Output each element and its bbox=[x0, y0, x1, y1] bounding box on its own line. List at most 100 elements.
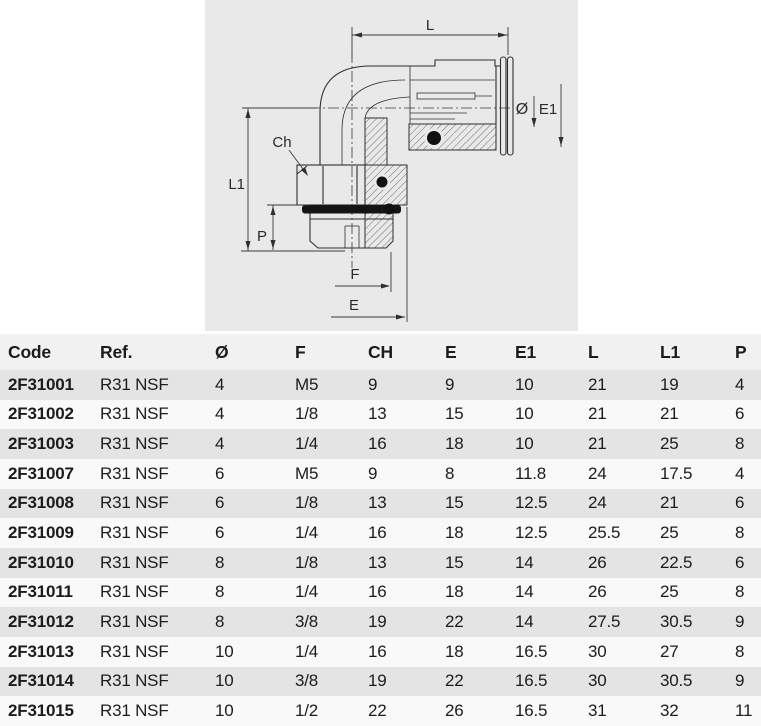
table-cell: 16 bbox=[368, 434, 387, 454]
table-cell: 3/8 bbox=[295, 612, 319, 632]
cell-code: 2F31015 bbox=[8, 701, 74, 721]
table-cell: 8 bbox=[735, 434, 745, 454]
label-E1: E1 bbox=[539, 101, 557, 118]
table-cell: 27 bbox=[660, 641, 679, 661]
technical-drawing-panel: L L1 P Ch F E Ø E1 bbox=[205, 0, 578, 331]
label-F: F bbox=[350, 266, 359, 283]
cell-code: 2F31003 bbox=[8, 434, 74, 454]
table-cell: 6 bbox=[735, 552, 745, 572]
table-cell: 10 bbox=[515, 434, 534, 454]
table-cell: 26 bbox=[445, 701, 464, 721]
cell-code: 2F31013 bbox=[8, 641, 74, 661]
table-cell: 10 bbox=[215, 671, 234, 691]
o-ring-seals bbox=[302, 128, 444, 215]
table-cell: 14 bbox=[515, 582, 534, 602]
table-cell: 10 bbox=[215, 701, 234, 721]
table-cell: 31 bbox=[588, 701, 607, 721]
table-cell: 21 bbox=[660, 493, 679, 513]
table-cell: 16.5 bbox=[515, 641, 548, 661]
table-cell: 1/2 bbox=[295, 701, 319, 721]
label-Ch: Ch bbox=[272, 134, 291, 151]
table-cell: 22 bbox=[368, 701, 387, 721]
table-cell: 19 bbox=[660, 374, 679, 394]
fitting-outline bbox=[296, 56, 514, 249]
table-cell: 11 bbox=[735, 701, 753, 721]
label-diameter: Ø bbox=[516, 101, 528, 118]
table-cell: 25 bbox=[660, 523, 679, 543]
label-L1: L1 bbox=[228, 176, 245, 193]
table-cell: 24 bbox=[588, 493, 607, 513]
table-cell: 4 bbox=[735, 463, 745, 483]
column-header-3: F bbox=[295, 341, 306, 362]
table-cell: 9 bbox=[735, 612, 745, 632]
table-cell: 30 bbox=[588, 671, 607, 691]
table-cell: 1/8 bbox=[295, 552, 319, 572]
table-cell: 22 bbox=[445, 671, 464, 691]
table-cell: 25.5 bbox=[588, 523, 621, 543]
table-cell: 4 bbox=[215, 434, 225, 454]
table-cell: 16 bbox=[368, 582, 387, 602]
table-cell: 21 bbox=[660, 404, 679, 424]
table-cell: 30 bbox=[588, 641, 607, 661]
table-cell: 17.5 bbox=[660, 463, 693, 483]
table-cell: 6 bbox=[215, 493, 225, 513]
cell-code: 2F31009 bbox=[8, 523, 74, 543]
table-cell: R31 NSF bbox=[100, 374, 169, 394]
table-cell: 16.5 bbox=[515, 671, 548, 691]
table-cell: 30.5 bbox=[660, 671, 693, 691]
table-cell: 1/8 bbox=[295, 404, 319, 424]
table-cell: 18 bbox=[445, 523, 464, 543]
table-cell: R31 NSF bbox=[100, 671, 169, 691]
table-cell: 9 bbox=[445, 374, 455, 394]
table-cell: 8 bbox=[735, 582, 745, 602]
column-header-9: P bbox=[735, 341, 747, 362]
table-cell: 6 bbox=[735, 493, 745, 513]
table-cell: 19 bbox=[368, 671, 387, 691]
label-E: E bbox=[349, 297, 359, 314]
table-cell: 10 bbox=[215, 641, 234, 661]
table-cell: 14 bbox=[515, 552, 534, 572]
table-cell: 4 bbox=[735, 374, 745, 394]
fitting-internals bbox=[341, 66, 495, 248]
table-cell: M5 bbox=[295, 463, 319, 483]
table-cell: 8 bbox=[215, 552, 225, 572]
table-cell: R31 NSF bbox=[100, 612, 169, 632]
table-cell: 30.5 bbox=[660, 612, 693, 632]
table-cell: R31 NSF bbox=[100, 404, 169, 424]
column-header-1: Ref. bbox=[100, 341, 133, 362]
table-cell: 9 bbox=[368, 374, 378, 394]
column-header-5: E bbox=[445, 341, 457, 362]
table-cell: M5 bbox=[295, 374, 319, 394]
label-P: P bbox=[257, 228, 267, 245]
table-cell: 14 bbox=[515, 612, 534, 632]
table-cell: R31 NSF bbox=[100, 641, 169, 661]
table-cell: 6 bbox=[735, 404, 745, 424]
column-header-8: L1 bbox=[660, 341, 681, 362]
table-cell: 1/4 bbox=[295, 434, 319, 454]
table-cell: 3/8 bbox=[295, 671, 319, 691]
table-cell: 9 bbox=[735, 671, 745, 691]
table-cell: R31 NSF bbox=[100, 493, 169, 513]
table-cell: 4 bbox=[215, 404, 225, 424]
table-cell: 8 bbox=[445, 463, 455, 483]
column-header-4: CH bbox=[368, 341, 393, 362]
table-cell: 6 bbox=[215, 463, 225, 483]
table-cell: 18 bbox=[445, 434, 464, 454]
table-cell: R31 NSF bbox=[100, 434, 169, 454]
cell-code: 2F31010 bbox=[8, 552, 74, 572]
table-cell: R31 NSF bbox=[100, 701, 169, 721]
table-cell: R31 NSF bbox=[100, 463, 169, 483]
table-cell: 10 bbox=[515, 404, 534, 424]
table-cell: 21 bbox=[588, 434, 607, 454]
label-L: L bbox=[426, 17, 434, 34]
table-cell: 21 bbox=[588, 374, 607, 394]
table-cell: 15 bbox=[445, 552, 464, 572]
